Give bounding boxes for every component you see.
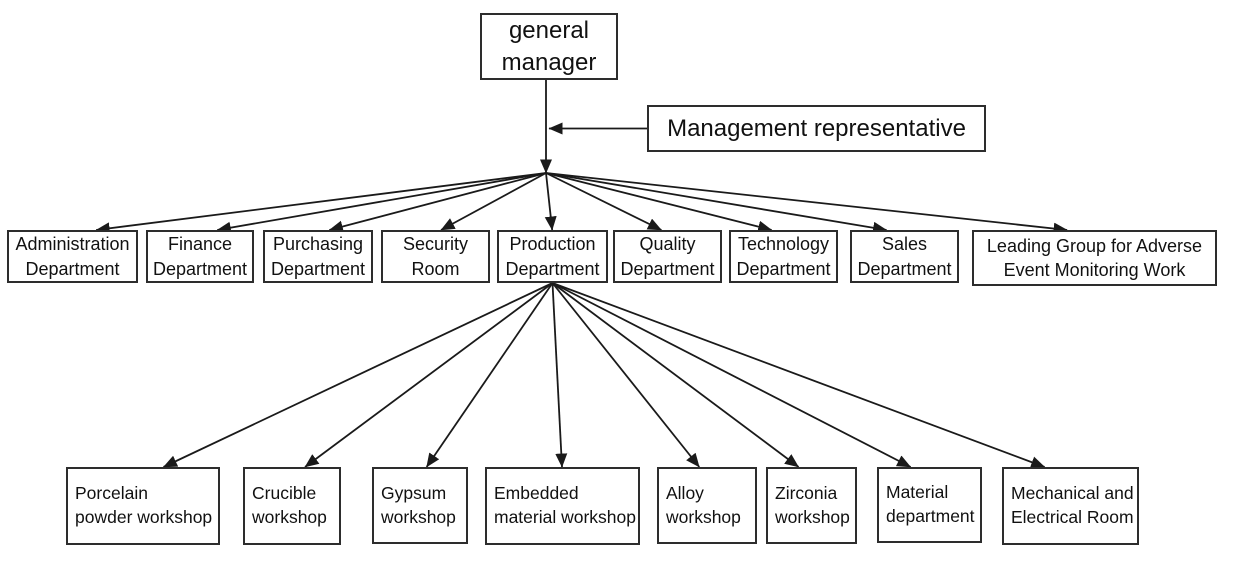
node-quality-department: Quality Department bbox=[613, 230, 722, 283]
node-embedded-material-workshop: Embedded material workshop bbox=[485, 467, 640, 545]
node-management-representative: Management representative bbox=[647, 105, 986, 152]
node-zirconia-workshop: Zirconia workshop bbox=[766, 467, 857, 544]
node-mechanical-electrical-room: Mechanical and Electrical Room bbox=[1002, 467, 1139, 545]
node-security-room: Security Room bbox=[381, 230, 490, 283]
node-administration-department: Administration Department bbox=[7, 230, 138, 283]
node-alloy-workshop: Alloy workshop bbox=[657, 467, 757, 544]
node-sales-department: Sales Department bbox=[850, 230, 959, 283]
node-leading-group-adverse-event-monitoring: Leading Group for Adverse Event Monitori… bbox=[972, 230, 1217, 286]
node-finance-department: Finance Department bbox=[146, 230, 254, 283]
node-production-department: Production Department bbox=[497, 230, 608, 283]
node-general-manager: general manager bbox=[480, 13, 618, 80]
node-crucible-workshop: Crucible workshop bbox=[243, 467, 341, 545]
node-material-department: Material department bbox=[877, 467, 982, 543]
node-gypsum-workshop: Gypsum workshop bbox=[372, 467, 468, 544]
node-technology-department: Technology Department bbox=[729, 230, 838, 283]
node-purchasing-department: Purchasing Department bbox=[263, 230, 373, 283]
node-porcelain-powder-workshop: Porcelain powder workshop bbox=[66, 467, 220, 545]
